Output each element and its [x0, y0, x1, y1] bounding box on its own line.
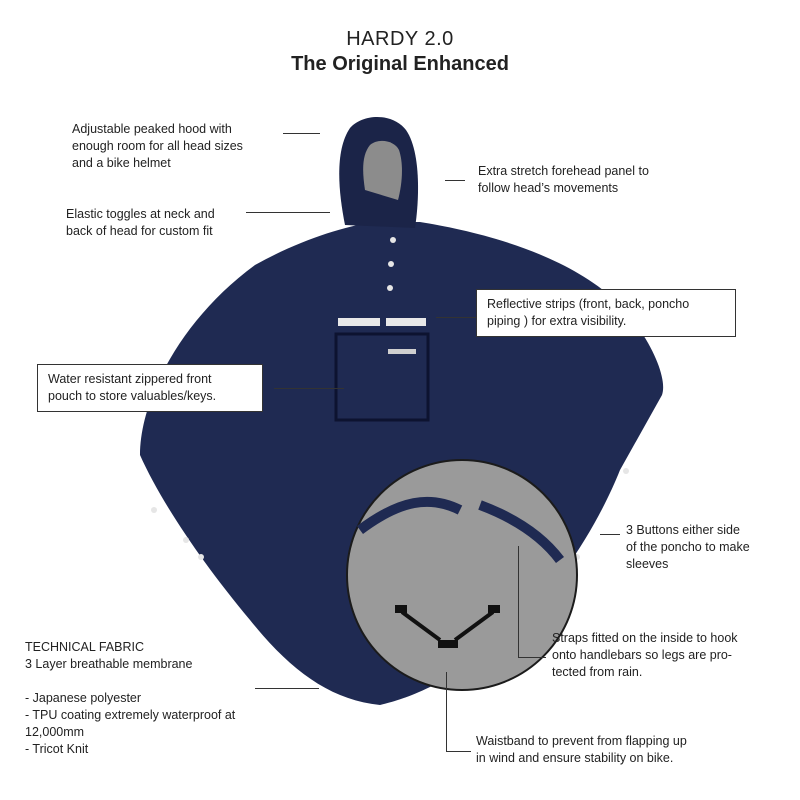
annotation-reflective: Reflective strips (front, back, poncho p… [476, 289, 736, 337]
annotation-toggles: Elastic toggles at neck and back of head… [66, 207, 215, 238]
handlebar-strap [400, 610, 495, 642]
reflective-strip-left [338, 318, 380, 326]
leader-line-straps-v [518, 546, 519, 658]
leader-line-fabric [255, 688, 319, 689]
leader-line-straps-h [518, 657, 546, 658]
leader-line-buttons [600, 534, 620, 535]
front-pouch [334, 332, 430, 422]
leader-line-pouch [274, 388, 344, 389]
annotation-buttons: 3 Buttons either side of the poncho to m… [626, 523, 750, 571]
annotation-waistband: Waistband to prevent from flapping up in… [476, 734, 687, 765]
leader-line-waistband-h [446, 751, 471, 752]
leader-line-toggles [246, 212, 330, 213]
interior-detail-circle [346, 459, 578, 691]
product-title: HARDY 2.0 [346, 28, 454, 50]
leader-line-forehead [445, 180, 465, 181]
leader-line-waistband-v [446, 672, 447, 752]
leader-line-reflective [436, 317, 476, 318]
annotation-hood: Adjustable peaked hood with enough room … [72, 122, 243, 170]
annotation-forehead: Extra stretch forehead panel to follow h… [478, 164, 649, 195]
annotation-technical-fabric: TECHNICAL FABRIC 3 Layer breathable memb… [25, 640, 236, 756]
annotation-straps: Straps fitted on the inside to hook onto… [552, 631, 738, 679]
hood-lining [363, 140, 402, 200]
annotation-pouch: Water resistant zippered front pouch to … [37, 364, 263, 412]
product-subtitle: The Original Enhanced [291, 53, 509, 75]
leader-line-hood [283, 133, 320, 134]
reflective-strip-right [386, 318, 426, 326]
